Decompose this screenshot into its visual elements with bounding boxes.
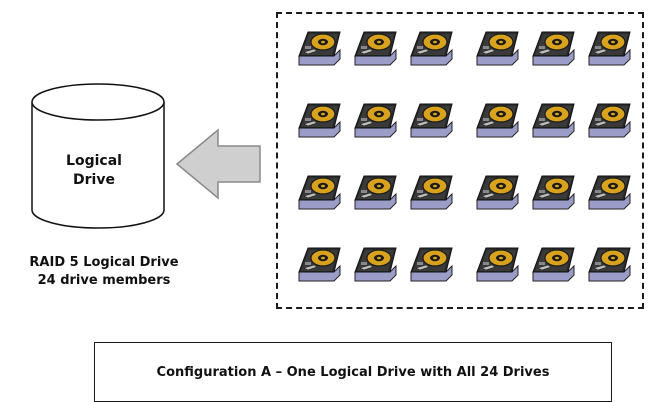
hard-disk-drive-icon (586, 238, 632, 284)
hard-disk-drive-icon (474, 238, 520, 284)
hard-disk-drive-icon (586, 22, 632, 68)
raid-caption: RAID 5 Logical Drive 24 drive members (4, 254, 204, 290)
hard-disk-drive-icon (530, 166, 576, 212)
logical-drive-cylinder (31, 83, 165, 229)
hard-disk-drive-icon (352, 22, 398, 68)
hard-disk-drive-icon (530, 94, 576, 140)
logical-drive-label-line2: Drive (73, 172, 115, 188)
hard-disk-drive-icon (296, 166, 342, 212)
hard-disk-drive-icon (352, 238, 398, 284)
hard-disk-drive-icon (296, 94, 342, 140)
hard-disk-drive-icon (474, 94, 520, 140)
hard-disk-drive-icon (408, 94, 454, 140)
hard-disk-drive-icon (408, 166, 454, 212)
configuration-box: Configuration A – One Logical Drive with… (94, 342, 612, 402)
hard-disk-drive-icon (296, 238, 342, 284)
raid-caption-line2: 24 drive members (37, 273, 171, 288)
hard-disk-drive-icon (586, 166, 632, 212)
hard-disk-drive-icon (530, 22, 576, 68)
configuration-label: Configuration A – One Logical Drive with… (156, 365, 550, 380)
hard-disk-drive-icon (586, 94, 632, 140)
hard-disk-drive-icon (530, 238, 576, 284)
hard-disk-drive-icon (352, 94, 398, 140)
logical-drive-label: Logical Drive (48, 152, 140, 190)
drive-array (276, 12, 644, 309)
hard-disk-drive-icon (474, 22, 520, 68)
arrow-left-icon (175, 128, 261, 200)
hard-disk-drive-icon (296, 22, 342, 68)
logical-drive-label-line1: Logical (66, 153, 122, 169)
hard-disk-drive-icon (408, 238, 454, 284)
raid-caption-line1: RAID 5 Logical Drive (29, 255, 179, 270)
hard-disk-drive-icon (352, 166, 398, 212)
hard-disk-drive-icon (474, 166, 520, 212)
hard-disk-drive-icon (408, 22, 454, 68)
